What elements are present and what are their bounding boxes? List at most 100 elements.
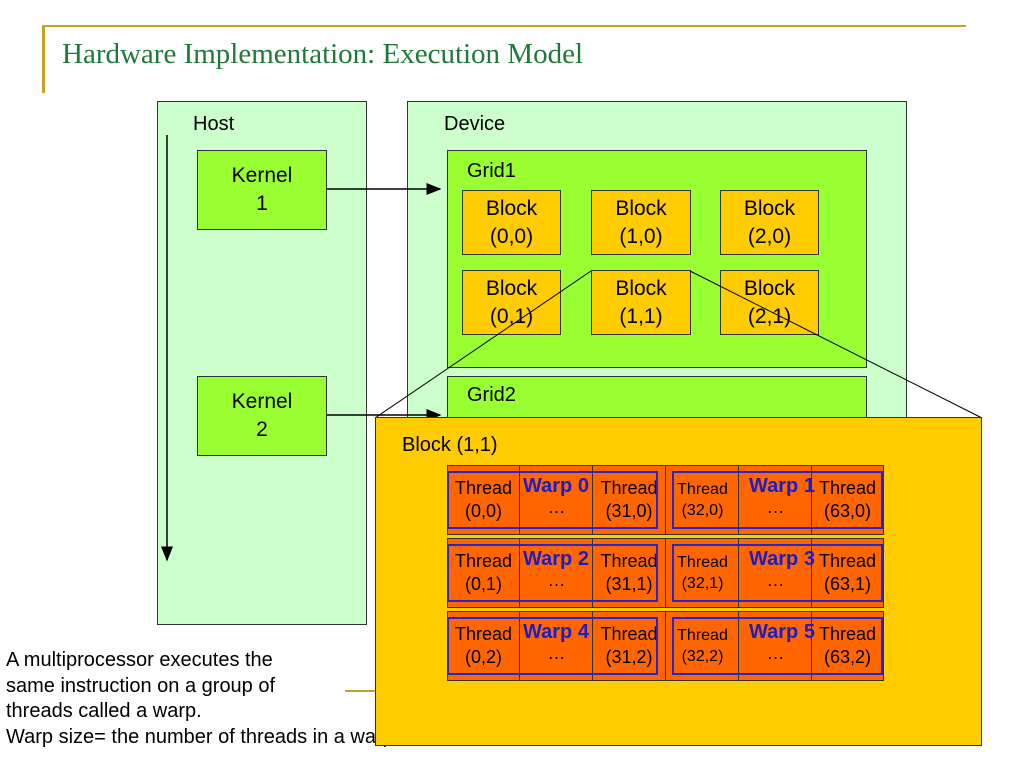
thread-id: (63,1) [823, 574, 872, 594]
thread-word: Thread [454, 551, 513, 571]
cell-divider [519, 611, 520, 681]
warp-outline [447, 617, 658, 675]
title-accent-vertical [42, 25, 45, 93]
thread-ellipsis: … [547, 497, 566, 517]
thread-cell: Thread (31,1) [592, 538, 666, 608]
cell-divider [592, 465, 593, 535]
block-1-1: Block (1,1) [591, 270, 691, 335]
block-2-0: Block (2,0) [720, 190, 819, 255]
thread-cell: Thread (32,1) [666, 538, 739, 608]
block-word: Block [743, 196, 796, 220]
zoom-line-left [374, 270, 592, 419]
thread-ellipsis: … [766, 570, 785, 590]
block-word: Block [615, 196, 667, 220]
block-index: (0,0) [489, 224, 534, 248]
thread-id: (32,1) [681, 575, 724, 592]
cell-divider [738, 465, 739, 535]
thread-word: Thread [454, 478, 513, 498]
cell-divider [738, 538, 739, 608]
thread-word: Thread [818, 624, 877, 644]
cell-divider [811, 611, 812, 681]
block-index: (2,0) [747, 224, 792, 248]
cell-divider [519, 465, 520, 535]
thread-id: (0,2) [464, 647, 502, 667]
cell-divider [811, 538, 812, 608]
thread-cell: Thread (63,2) [811, 611, 884, 681]
cell-divider [738, 611, 739, 681]
thread-word: Thread [818, 551, 877, 571]
cell-divider [665, 611, 666, 681]
block-index: (1,0) [619, 224, 663, 248]
kernel-number: 2 [256, 418, 268, 441]
thread-word: Thread [454, 624, 513, 644]
thread-id: (32,0) [681, 502, 724, 519]
thread-cell: Thread (31,0) [592, 465, 666, 535]
thread-ellipsis: … [547, 570, 566, 590]
warp-outline [447, 544, 658, 602]
thread-cell: Thread (32,2) [666, 611, 739, 681]
block-2-1: Block (2,1) [720, 270, 819, 335]
warp-explanation: A multiprocessor executes the same instr… [6, 648, 394, 750]
thread-word: Thread [600, 478, 658, 498]
thread-id: (63,2) [823, 647, 872, 667]
thread-ellipsis: … [766, 497, 785, 517]
thread-word: Thread [677, 554, 728, 571]
thread-cell: Thread (0,0) [447, 465, 520, 535]
title-accent-horizontal [42, 25, 966, 27]
cell-divider [665, 538, 666, 608]
warp-outline [672, 544, 883, 602]
thread-word: Thread [677, 627, 728, 644]
thread-word: Thread [818, 478, 877, 498]
warp-outline [672, 471, 883, 529]
zoom-line-right [689, 270, 983, 419]
block-detail-label: Block (1,1) [402, 434, 498, 456]
block-word: Block [485, 196, 538, 220]
thread-word: Thread [677, 481, 728, 498]
block-index: (2,1) [747, 304, 792, 328]
thread-cell: Thread (0,1) [447, 538, 520, 608]
device-label: Device [444, 113, 506, 135]
note-line-1: A multiprocessor executes the [6, 649, 273, 671]
kernel-number: 1 [256, 192, 268, 215]
host-label: Host [193, 113, 235, 135]
thread-id: (0,1) [464, 574, 502, 594]
cell-divider [811, 465, 812, 535]
thread-id: (31,1) [605, 574, 653, 594]
warp-label: Warp 0 [523, 475, 589, 497]
kernel-1-box: Kernel 1 [197, 150, 327, 230]
slide-title: Hardware Implementation: Execution Model [62, 38, 584, 70]
warp-label: Warp 1 [749, 475, 815, 497]
warp-label: Warp 5 [749, 621, 815, 643]
thread-id: (31,2) [605, 647, 653, 667]
cell-divider [592, 611, 593, 681]
thread-row-1: Thread (0,1) … Thread (31,1) Thread (32,… [447, 538, 884, 608]
warp-outline [447, 471, 658, 529]
block-0-1: Block (0,1) [462, 270, 561, 335]
thread-id: (0,0) [464, 501, 502, 521]
kernel-word: Kernel [231, 164, 293, 187]
thread-id: (63,0) [823, 501, 872, 521]
thread-ellipsis: … [766, 643, 785, 663]
note-line-3: threads called a warp. [6, 700, 202, 722]
warp-label: Warp 2 [523, 548, 589, 570]
cell-divider [665, 465, 666, 535]
note-line-4: Warp size= the number of threads in a wa… [6, 725, 394, 748]
kernel-2-box: Kernel 2 [197, 376, 327, 456]
warp-label: Warp 4 [523, 621, 589, 643]
grid2-label: Grid2 [467, 384, 516, 406]
block-word: Block [743, 276, 796, 300]
thread-id: (31,0) [605, 501, 653, 521]
warp-label: Warp 3 [749, 548, 815, 570]
thread-cell: Thread (32,0) [666, 465, 739, 535]
block-0-0: Block (0,0) [462, 190, 561, 255]
thread-row-2: Thread (0,2) … Thread (31,2) Thread (32,… [447, 611, 884, 681]
thread-word: Thread [600, 551, 658, 571]
thread-id: (32,2) [681, 648, 724, 665]
thread-word: Thread [600, 624, 658, 644]
cell-divider [592, 538, 593, 608]
note-accent-line [345, 690, 385, 692]
cell-divider [519, 538, 520, 608]
block-word: Block [485, 276, 538, 300]
thread-cell: Thread (63,0) [811, 465, 884, 535]
